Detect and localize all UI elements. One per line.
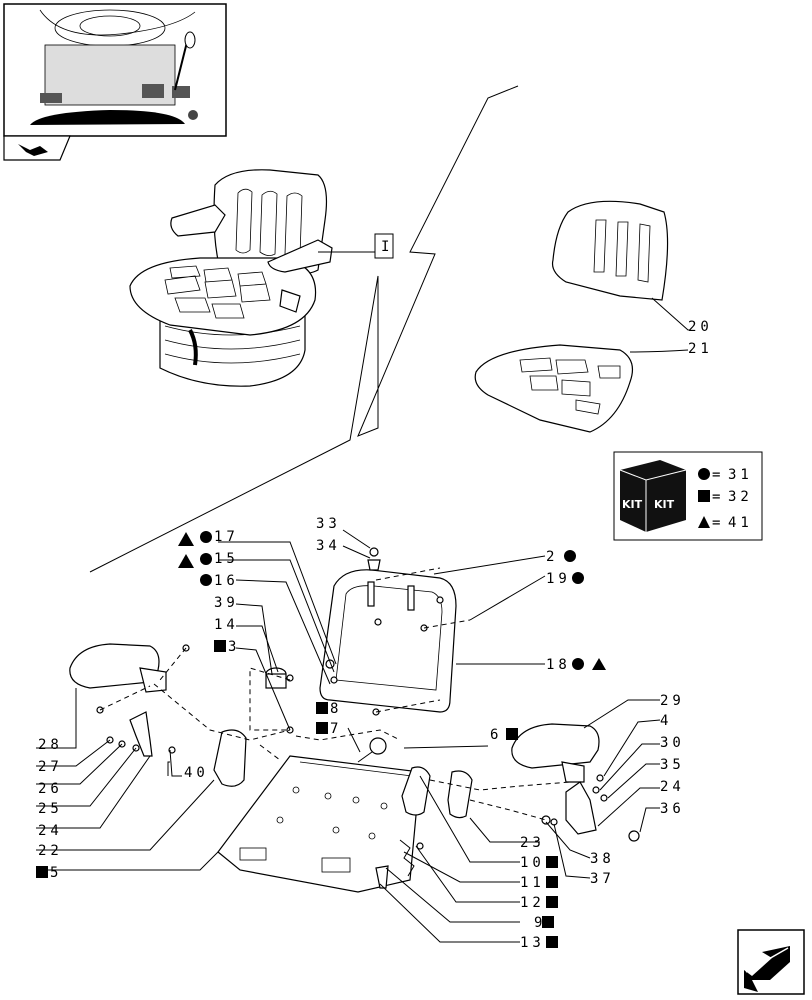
- callout-8: 8: [330, 701, 342, 717]
- callout-29: 29: [660, 693, 685, 709]
- callout-22: 22: [38, 843, 63, 859]
- callout-21: 21: [688, 341, 713, 357]
- callout-24-left: 24: [38, 823, 63, 839]
- callout-26: 26: [38, 781, 63, 797]
- thumbnail-navigation-arrow-icon[interactable]: [3, 135, 71, 161]
- callout-13: 13: [520, 935, 545, 951]
- callout-11: 11: [520, 875, 545, 891]
- callout-34: 34: [316, 538, 341, 554]
- right-hinge-bracket: [401, 766, 473, 819]
- seat-cushion-part-21: [474, 344, 633, 433]
- kit-legend: KIT KIT = 31 = 32 = 41: [613, 451, 763, 541]
- callout-38: 38: [590, 851, 615, 867]
- kit-square-value: 32: [728, 489, 753, 505]
- kit-label-left: KIT: [622, 498, 643, 511]
- callout-15: 15: [214, 551, 239, 567]
- callout-33: 33: [316, 516, 341, 532]
- callout-18: 18: [546, 657, 571, 673]
- callout-10: 10: [520, 855, 545, 871]
- callout-25: 25: [38, 801, 63, 817]
- next-page-arrow-icon[interactable]: [737, 929, 805, 995]
- collar-ring: [265, 667, 287, 689]
- adjustment-lever: [129, 711, 153, 757]
- right-armrest: [511, 723, 600, 783]
- reference-box-label: I: [381, 239, 393, 255]
- backrest-frame: [319, 547, 457, 713]
- callout-2: 2: [546, 549, 558, 565]
- svg-text:=: =: [712, 467, 724, 483]
- kit-circle-value: 31: [728, 467, 753, 483]
- left-armrest: [69, 643, 167, 693]
- callout-17: 17: [214, 529, 239, 545]
- callout-36: 36: [660, 801, 685, 817]
- svg-text:=: =: [712, 489, 724, 505]
- backrest-cushion-part-20: [551, 200, 669, 301]
- callout-39: 39: [214, 595, 239, 611]
- callout-kit-symbols: [36, 531, 606, 948]
- callout-14: 14: [214, 617, 239, 633]
- callout-leader-lines: [36, 529, 661, 943]
- right-lever-bracket: [565, 781, 597, 835]
- callout-5: 5: [50, 865, 62, 881]
- svg-text:=: =: [712, 515, 724, 531]
- complete-seat-assembly-illustration: [129, 169, 333, 387]
- callout-23: 23: [520, 835, 545, 851]
- callout-labels: 20 21 33 34 17 15 16 39 14 3 2 19 18 8 7…: [38, 319, 713, 951]
- kit-triangle-value: 41: [728, 515, 753, 531]
- callout-28: 28: [38, 737, 63, 753]
- tractor-cab-thumbnail[interactable]: [3, 3, 227, 137]
- left-hinge-bracket: [213, 729, 247, 787]
- kit-box-icon: KIT KIT: [619, 460, 687, 532]
- callout-19: 19: [546, 571, 571, 587]
- callout-9: 9: [534, 915, 546, 931]
- callout-37: 37: [590, 871, 615, 887]
- spring-and-knob: [357, 737, 415, 889]
- circle-symbol: [698, 468, 710, 480]
- square-symbol: [698, 490, 710, 502]
- callout-30: 30: [660, 735, 685, 751]
- callout-16: 16: [214, 573, 239, 589]
- callout-20: 20: [688, 319, 713, 335]
- callout-35: 35: [660, 757, 685, 773]
- callout-40: 40: [184, 765, 209, 781]
- callout-12: 12: [520, 895, 545, 911]
- callout-6: 6: [490, 727, 502, 743]
- callout-24-right: 24: [660, 779, 685, 795]
- callout-3: 3: [228, 639, 240, 655]
- kit-label-right: KIT: [654, 498, 675, 511]
- callout-4: 4: [660, 713, 672, 729]
- triangle-symbol: [698, 516, 710, 528]
- callout-27: 27: [38, 759, 63, 775]
- callout-7: 7: [330, 721, 342, 737]
- exploded-view-boundary-line: [89, 85, 519, 573]
